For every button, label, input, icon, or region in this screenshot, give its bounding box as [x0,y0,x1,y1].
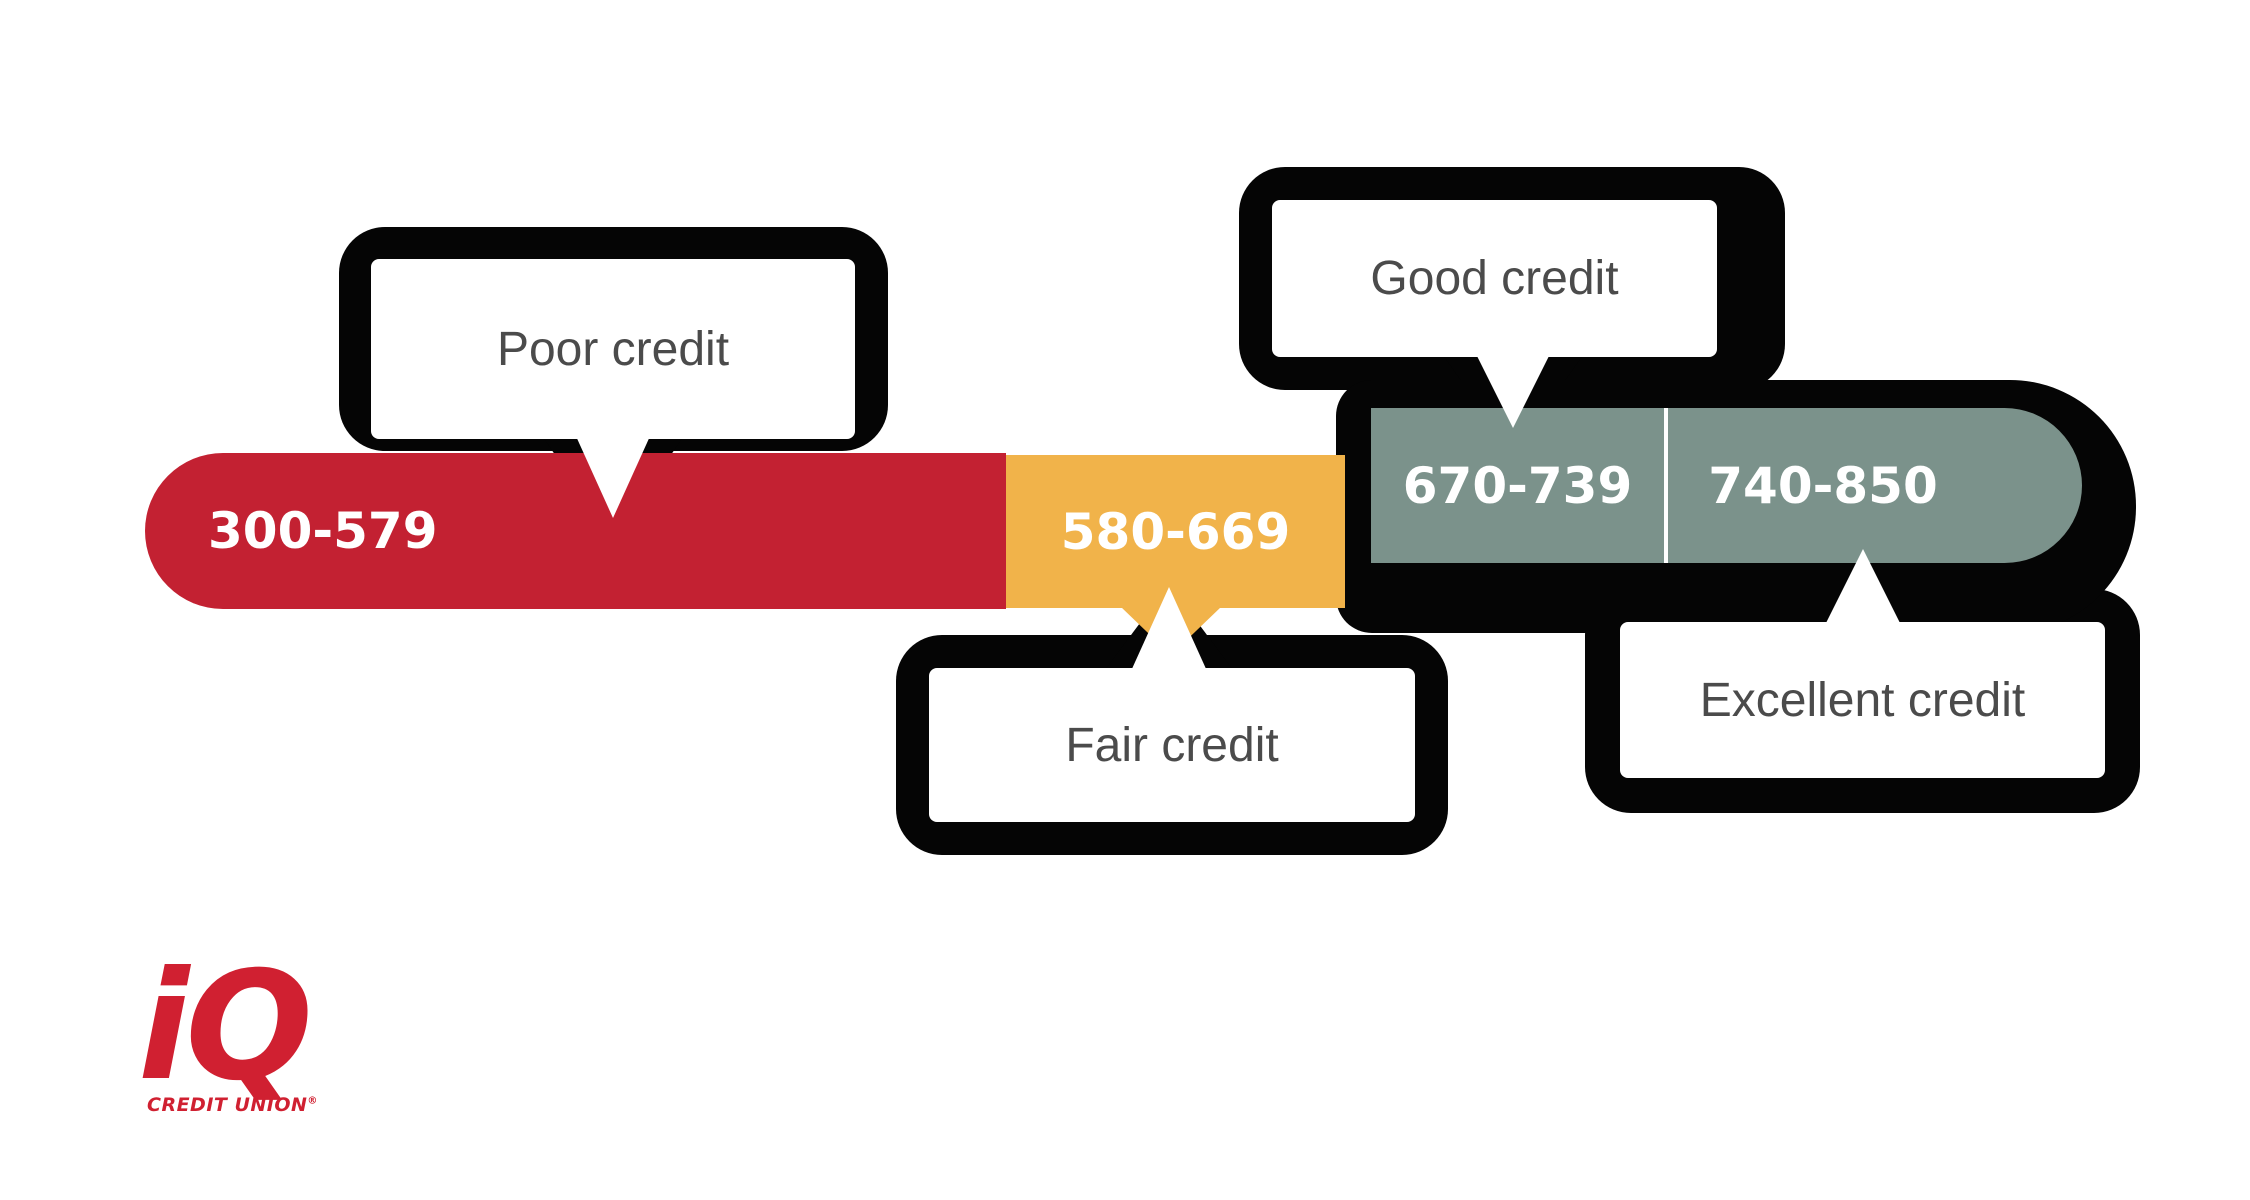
good-range-label: 670-739 [1402,456,1633,515]
fair-callout-label: Fair credit [1065,718,1279,772]
good-range-label-wrap: 670-739 [1371,408,1664,563]
poor-callout-label: Poor credit [496,322,730,376]
logo-subtext: CREDIT UNION® [147,1094,318,1116]
bar-segment-fair: 580-669 [1006,455,1345,608]
excellent-callout: Excellent credit [1620,622,2105,778]
excellent-range-label-wrap: 740-850 [1668,408,1978,563]
excellent-callout-label: Excellent credit [1699,673,2026,727]
registered-trademark-icon: ® [307,1095,318,1107]
poor-callout: Poor credit [371,259,855,439]
logo-subtext-label: CREDIT UNION [147,1094,308,1116]
iq-credit-union-logo: iQ [138,952,313,1102]
logo-iq-text: iQ [138,940,313,1114]
bar-segment-poor: 300-579 [145,453,1006,609]
excellent-range-label: 740-850 [1708,456,1938,515]
good-callout-label: Good credit [1370,252,1619,305]
fair-callout: Fair credit [929,668,1415,822]
fair-range-label: 580-669 [1060,502,1291,561]
good-callout: Good credit [1272,200,1717,357]
bar-segment-good-excellent [1371,408,2082,563]
good-excellent-divider [1664,408,1668,563]
poor-range-label: 300-579 [208,502,438,560]
